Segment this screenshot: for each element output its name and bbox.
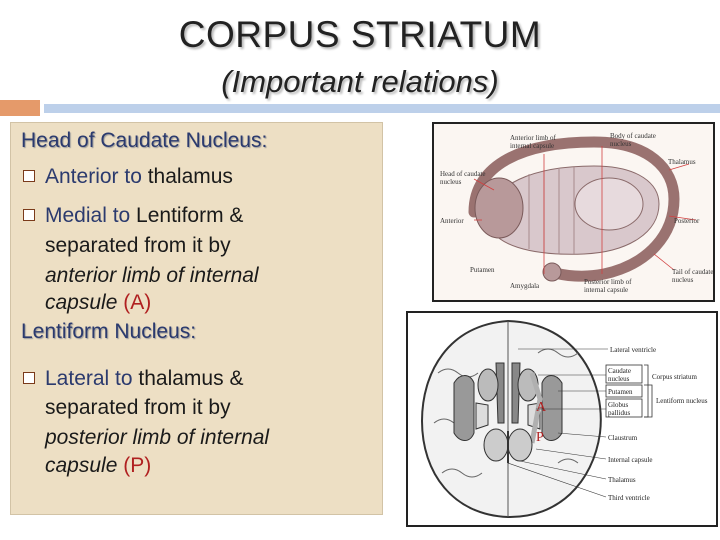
bullet-line: separated from it by	[45, 234, 231, 257]
label-lentiform-nucleus: Lentiform nucleus	[656, 397, 708, 405]
accent-bar-orange	[0, 100, 40, 116]
label-posterior-limb: Posterior limb of	[584, 278, 632, 286]
slide-title: CORPUS STRIATUM	[178, 14, 542, 55]
bullet-line: anterior limb of internal	[45, 264, 259, 287]
label-thalamus-2: Thalamus	[608, 476, 636, 484]
label-tail-caudate-2: nucleus	[672, 276, 694, 284]
caudate-diagram-svg: Anterior limb of internal capsule Body o…	[434, 124, 714, 300]
label-putamen: Putamen	[470, 266, 495, 274]
bullet-text-italic: capsule	[45, 454, 118, 477]
label-internal-capsule-2: Internal capsule	[608, 456, 653, 464]
label-posterior: Posterior	[674, 217, 700, 225]
label-box-caudate	[605, 364, 643, 384]
caudate-lateral-diagram: Anterior limb of internal capsule Body o…	[432, 122, 715, 302]
label-claustrum: Claustrum	[608, 434, 638, 442]
bullet-line: capsule (P)	[45, 454, 151, 478]
brain-section-svg: A P Lateral ventricle Caudate nucleus Pu…	[408, 313, 716, 525]
label-caudate: Caudate	[608, 367, 631, 375]
label-body-caudate: Body of caudate	[610, 132, 656, 140]
label-putamen-2: Putamen	[608, 388, 633, 396]
label-thalamus: Thalamus	[668, 158, 696, 166]
label-box-globus	[605, 398, 643, 418]
bullet-line: capsule (A)	[45, 291, 151, 315]
lentiform-heading: Lentiform Nucleus:	[21, 320, 197, 343]
label-head-caudate: Head of caudate	[440, 170, 485, 178]
label-p: (P)	[123, 454, 152, 477]
label-caudate-2: nucleus	[608, 375, 630, 383]
label-body-caudate-2: nucleus	[610, 140, 632, 148]
bullet-keyword: Medial to	[45, 204, 131, 227]
bullet-anterior: Anterior to thalamus	[45, 165, 233, 189]
bullet-keyword: Anterior to	[45, 165, 142, 188]
bullet-text: thalamus &	[132, 367, 244, 390]
label-anterior: Anterior	[440, 217, 464, 225]
slide-subtitle: (Important relations)	[221, 64, 499, 99]
label-head-caudate-2: nucleus	[440, 178, 462, 186]
label-internal-capsule: internal capsule	[510, 142, 554, 150]
label-tail-caudate: Tail of caudate	[672, 268, 713, 276]
bullet-keyword: Lateral to	[45, 367, 133, 390]
accent-bar-blue	[44, 104, 720, 113]
label-anterior-limb: Anterior limb of	[510, 134, 557, 142]
bullet-text-italic: capsule	[45, 291, 118, 314]
bullet-line: separated from it by	[45, 396, 231, 419]
label-third-ventricle: Third ventricle	[608, 494, 650, 502]
label-corpus-striatum: Corpus striatum	[652, 373, 697, 381]
label-lateral-ventricle: Lateral ventricle	[610, 346, 656, 354]
marker-p: P	[536, 430, 544, 445]
bullet-square-icon	[23, 209, 35, 221]
bullet-square-icon	[23, 170, 35, 182]
label-amygdala: Amygdala	[510, 282, 540, 290]
label-a: (A)	[123, 291, 152, 314]
text-panel: Head of Caudate Nucleus: Anterior to tha…	[10, 122, 383, 515]
bullet-line: posterior limb of internal	[45, 426, 270, 449]
bullet-medial: Medial to Lentiform &	[45, 204, 243, 228]
brain-section-diagram: A P Lateral ventricle Caudate nucleus Pu…	[406, 311, 718, 527]
bullet-square-icon	[23, 372, 35, 384]
bullet-lateral: Lateral to thalamus &	[45, 367, 243, 391]
head-caudate-heading: Head of Caudate Nucleus:	[21, 129, 268, 152]
marker-a: A	[536, 400, 547, 415]
bullet-text: thalamus	[141, 165, 233, 188]
bullet-text: Lentiform &	[130, 204, 244, 227]
label-globus-2: pallidus	[608, 409, 630, 417]
label-globus: Globus	[608, 401, 629, 409]
label-posterior-limb-2: internal capsule	[584, 286, 628, 294]
